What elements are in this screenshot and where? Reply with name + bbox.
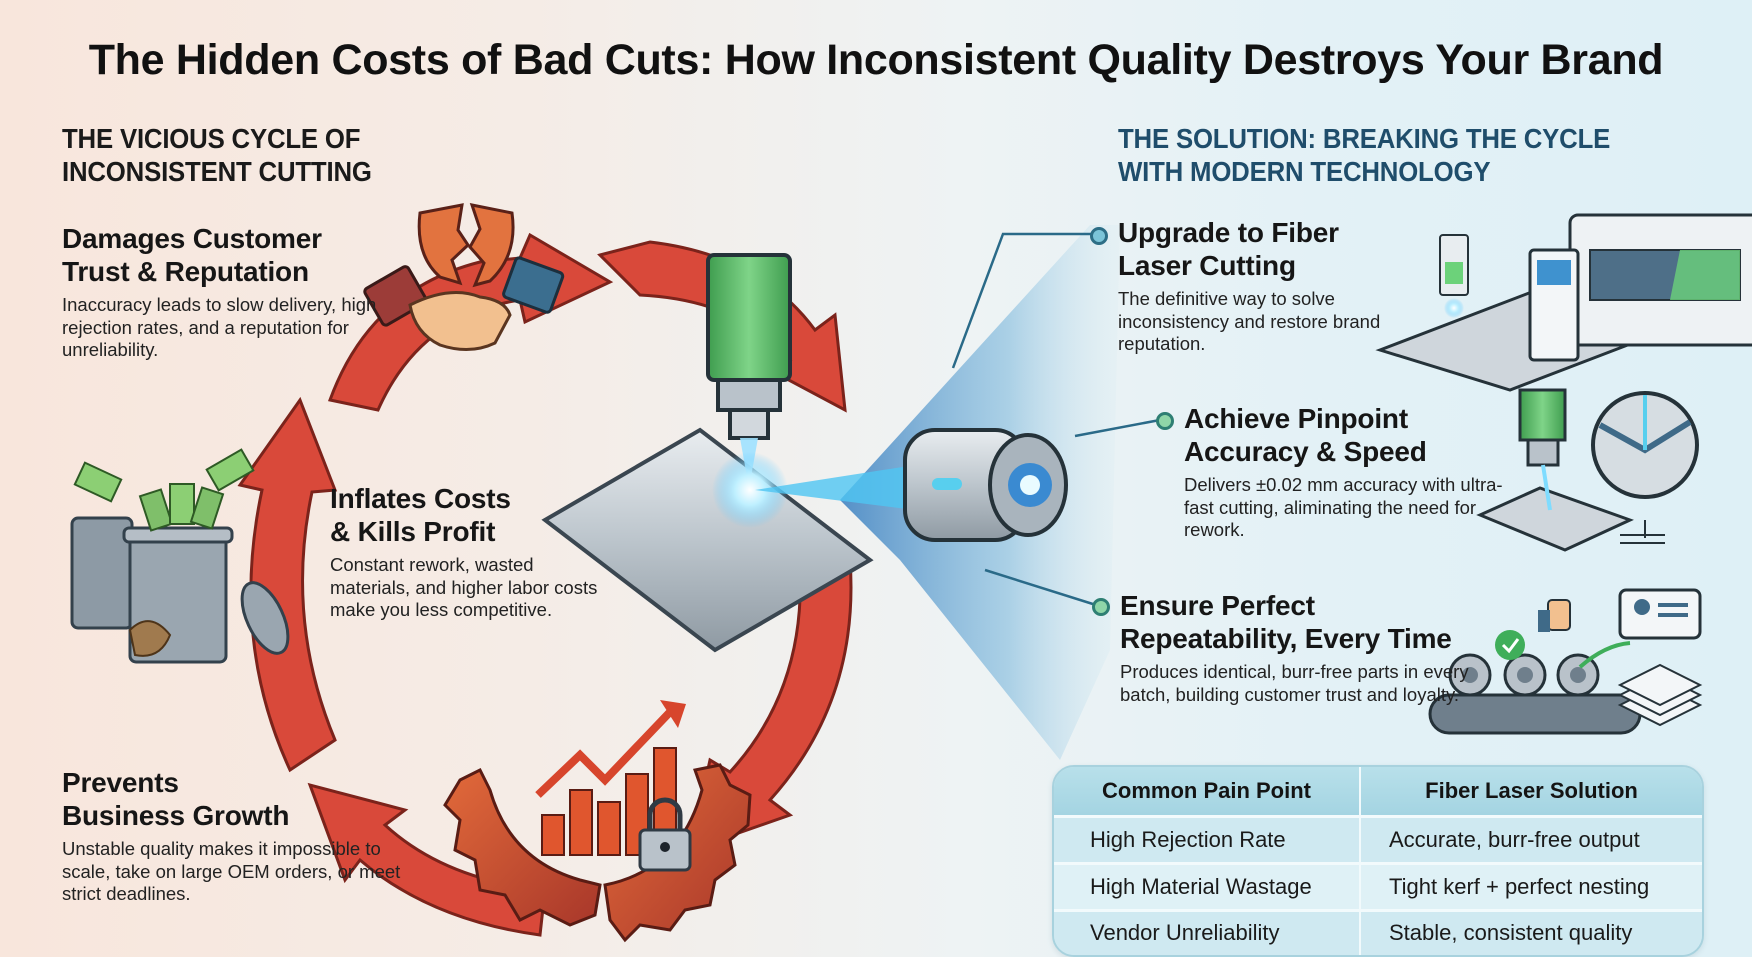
problem-body: Unstable quality makes it impossible to … [62,838,401,904]
comparison-table: Common Pain Point Fiber Laser Solution H… [1052,765,1704,957]
table-row: High Rejection Rate Accurate, burr-free … [1054,816,1702,865]
problem-body: Constant rework, wasted materials, and h… [330,554,598,620]
vicious-cycle-heading: THE VICIOUS CYCLE OF INCONSISTENT CUTTIN… [62,122,372,188]
precision-cut-magnifier-icon [1476,388,1699,552]
page-title: The Hidden Costs of Bad Cuts: How Incons… [88,36,1664,84]
solution-body: The definitive way to solve inconsistenc… [1118,288,1381,354]
problem-title: Damages Customer Trust & Reputation [62,222,392,288]
column-header: Fiber Laser Solution [1360,767,1702,818]
heading-line: THE VICIOUS CYCLE OF [62,123,361,154]
heading-line: WITH MODERN TECHNOLOGY [1118,156,1491,187]
money-in-trash-icon [70,448,290,664]
solution-body: Delivers ±0.02 mm accuracy with ultra-fa… [1184,474,1503,540]
title-line: Trust & Reputation [62,256,309,287]
column-header: Common Pain Point [1054,767,1361,818]
problem-title: Inflates Costs & Kills Profit [330,482,600,548]
solution-block-accuracy: Achieve Pinpoint Accuracy & Speed Delive… [1184,402,1504,542]
broken-trust-handshake-icon [363,203,565,351]
solution-block-upgrade: Upgrade to Fiber Laser Cutting The defin… [1118,216,1418,356]
locked-growth-gear-icon [443,700,752,943]
title-line: & Kills Profit [330,516,496,547]
pain-point-cell: High Rejection Rate [1054,816,1361,865]
solution-cell: Tight kerf + perfect nesting [1360,863,1702,912]
problem-block-costs: Inflates Costs & Kills Profit Constant r… [330,482,600,622]
solution-heading: THE SOLUTION: BREAKING THE CYCLE WITH MO… [1118,122,1610,188]
solution-cell: Accurate, burr-free output [1360,816,1702,865]
callout-dot-icon [1090,227,1108,245]
title-line: Ensure Perfect [1120,590,1315,621]
laser-emitter-icon [755,428,1068,542]
title-line: Achieve Pinpoint [1184,403,1408,434]
title-line: Accuracy & Speed [1184,436,1427,467]
heading-line: INCONSISTENT CUTTING [62,156,372,187]
callout-dot-icon [1156,412,1174,430]
title-line: Repeatability, Every Time [1120,623,1452,654]
problem-block-growth: Prevents Business Growth Unstable qualit… [62,766,402,906]
solution-body: Produces identical, burr-free parts in e… [1120,661,1469,705]
solution-title: Upgrade to Fiber Laser Cutting [1118,216,1418,282]
solution-title: Ensure Perfect Repeatability, Every Time [1120,589,1500,655]
problem-block-trust: Damages Customer Trust & Reputation Inac… [62,222,392,362]
title-line: Prevents [62,767,179,798]
title-line: Laser Cutting [1118,250,1296,281]
laser-cutting-head-icon [541,253,874,653]
conveyor-identical-parts-icon [1428,588,1703,735]
table-row: Vendor Unreliability Stable, consistent … [1054,910,1702,955]
solution-cell: Stable, consistent quality [1360,910,1702,955]
title-line: Inflates Costs [330,483,511,514]
heading-line: THE SOLUTION: BREAKING THE CYCLE [1118,123,1611,154]
title-line: Upgrade to Fiber [1118,217,1339,248]
problem-body: Inaccuracy leads to slow delivery, high … [62,294,377,360]
problem-title: Prevents Business Growth [62,766,402,832]
callout-dot-icon [1092,598,1110,616]
pain-point-cell: High Material Wastage [1054,863,1361,912]
table-header-row: Common Pain Point Fiber Laser Solution [1054,767,1702,818]
pain-point-cell: Vendor Unreliability [1054,910,1361,955]
leader-lines [951,232,1161,607]
table-row: High Material Wastage Tight kerf + perfe… [1054,863,1702,912]
solution-title: Achieve Pinpoint Accuracy & Speed [1184,402,1504,468]
title-line: Damages Customer [62,223,322,254]
fiber-laser-machine-icon [1375,213,1752,392]
title-line: Business Growth [62,800,290,831]
solution-block-repeatability: Ensure Perfect Repeatability, Every Time… [1120,589,1500,706]
